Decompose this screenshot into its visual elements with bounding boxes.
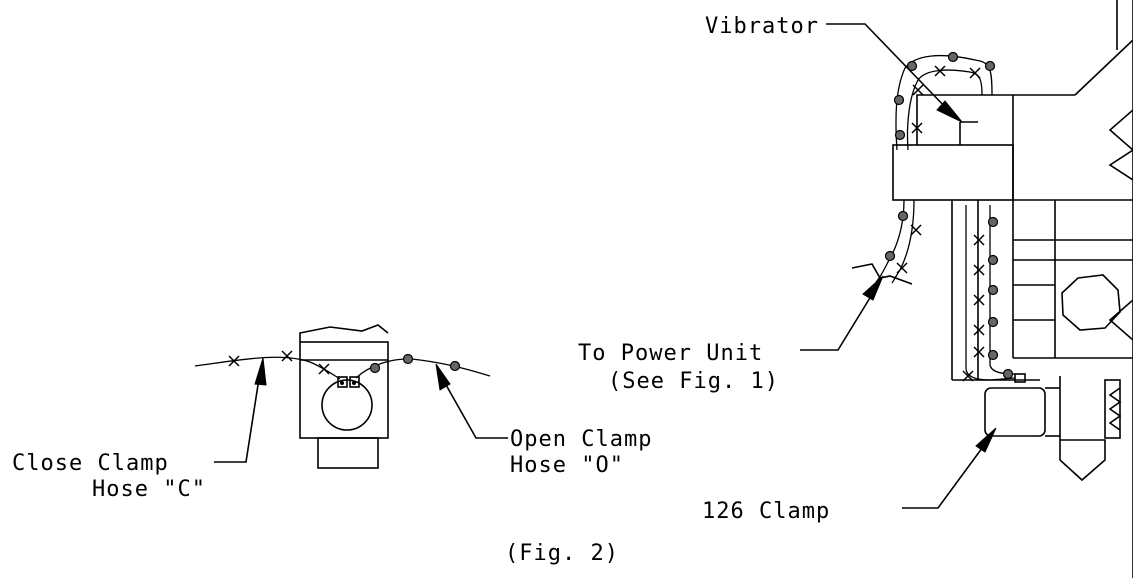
close-hose-c-label: Hose "C"	[92, 477, 206, 502]
figure-caption: (Fig. 2)	[505, 541, 619, 566]
close-clamp-leader	[214, 357, 267, 463]
open-hose-o-label: Hose "O"	[510, 453, 624, 478]
to-power-unit-label: To Power Unit	[578, 341, 763, 366]
vibrator-leader	[826, 23, 963, 123]
clamp-body	[299, 341, 389, 439]
cylinder-octagon	[1061, 274, 1121, 331]
power-unit-leader	[800, 275, 884, 351]
clamp-126-box	[984, 387, 1046, 437]
clamp-base	[317, 437, 379, 469]
fitting-c	[337, 376, 348, 388]
clamp-126-label: 126 Clamp	[702, 499, 830, 524]
close-clamp-hose	[194, 350, 341, 380]
fitting-o	[349, 376, 360, 388]
power-unit-hose	[851, 199, 922, 285]
clamp-hose-column	[962, 205, 1016, 382]
vibrator-label: Vibrator	[705, 14, 819, 39]
close-clamp-label: Close Clamp	[12, 451, 169, 476]
open-clamp-leader	[435, 363, 508, 439]
clamp-top-view	[299, 324, 389, 469]
clamp-126-leader	[902, 427, 997, 509]
vibrator-assembly	[892, 0, 1133, 578]
open-clamp-hose	[355, 353, 491, 379]
see-fig-1-label: (See Fig. 1)	[608, 369, 779, 394]
open-clamp-label: Open Clamp	[510, 427, 652, 452]
clamp-top-broken-edge	[299, 324, 389, 342]
vibrator-hose-loop	[893, 51, 996, 151]
support-beam	[892, 144, 1014, 201]
